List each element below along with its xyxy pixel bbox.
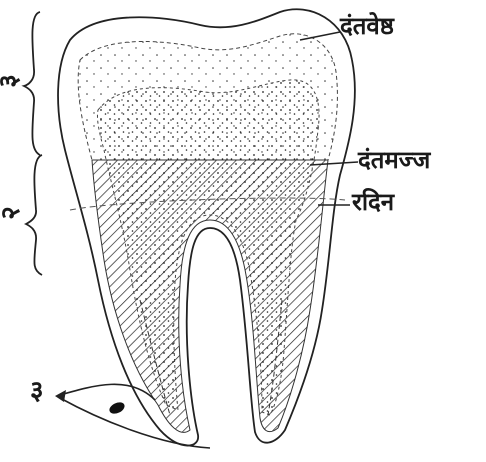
enamel-label: दंतवेष्ठ	[340, 14, 394, 38]
neck-region-number: २	[0, 206, 24, 220]
ink-blot	[108, 400, 127, 416]
brace-crown	[24, 12, 40, 155]
pulp-label: दंतमज्ज	[358, 148, 430, 172]
crown-region-number: ३	[0, 74, 22, 88]
root-region-number: ३	[30, 378, 44, 404]
brace-neck	[26, 155, 42, 275]
dentin-label: रदिन	[352, 190, 394, 214]
